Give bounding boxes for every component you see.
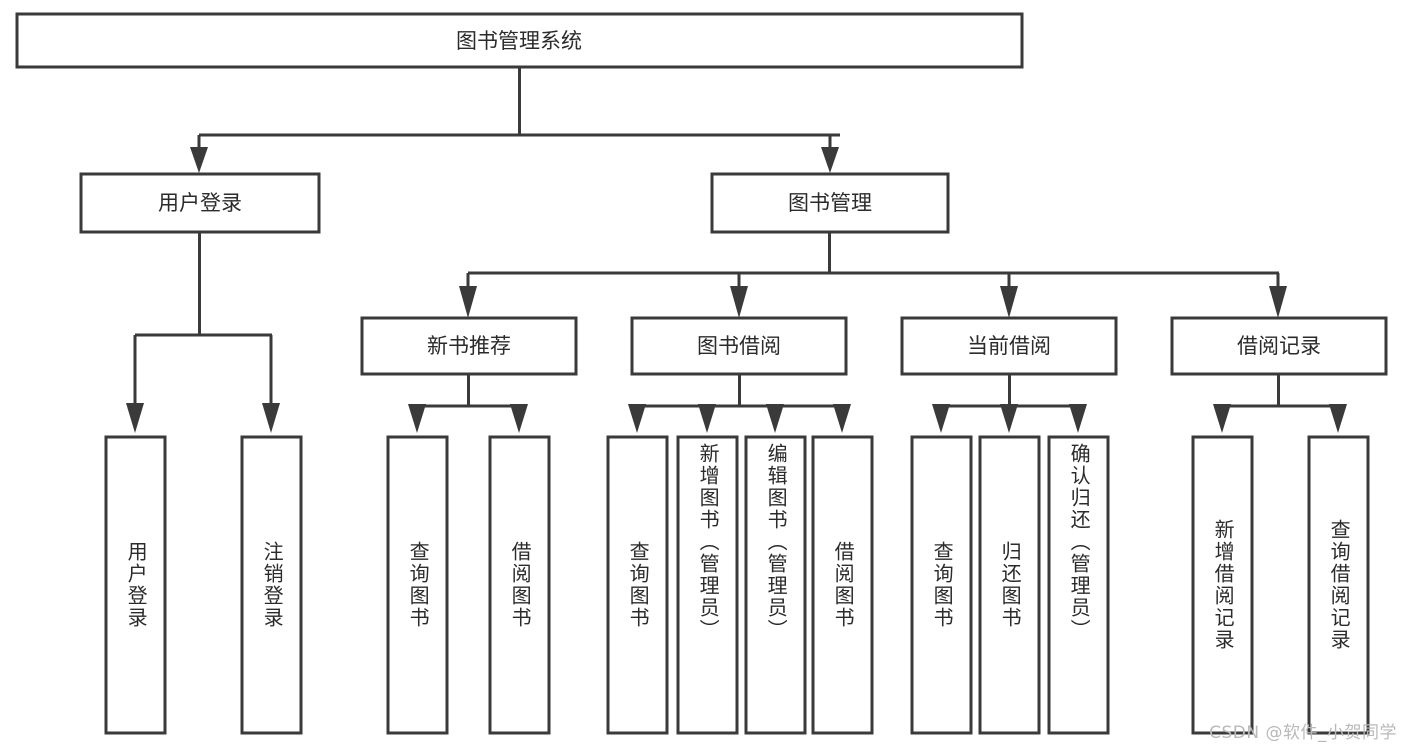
node-box-borrow-edit-book[interactable] xyxy=(744,435,807,735)
connector-layer xyxy=(126,67,1347,433)
node-box-borrow-records[interactable] xyxy=(1170,316,1388,376)
label-root: 图书管理系统 xyxy=(456,29,582,53)
arrowhead-user-login-login xyxy=(126,403,144,433)
arrowhead-user-login xyxy=(190,147,208,173)
node-box-current-borrow[interactable] xyxy=(900,316,1118,376)
node-box-user-login-logout[interactable] xyxy=(240,435,303,735)
node-box-user-login[interactable] xyxy=(79,172,321,234)
arrowhead-new-book-recommend xyxy=(459,286,477,318)
arrowhead-book-management xyxy=(821,147,839,173)
node-box-book-borrow[interactable] xyxy=(630,316,848,376)
arrowhead-borrow-query xyxy=(628,404,646,433)
arrowhead-current-return xyxy=(1000,404,1018,433)
arrowhead-borrow-edit xyxy=(766,404,784,433)
arrowhead-current-confirm xyxy=(1069,404,1087,433)
arrowhead-current-query xyxy=(932,404,950,433)
label-book-borrow: 图书借阅 xyxy=(697,334,781,358)
arrowhead-current-borrow xyxy=(1000,286,1018,318)
node-box-records-add[interactable] xyxy=(1191,435,1254,735)
arrowhead-borrow-records xyxy=(1269,286,1287,318)
label-user-login: 用户登录 xyxy=(158,191,242,215)
node-box-borrow-add-book[interactable] xyxy=(676,435,739,735)
arrowhead-user-login-logout xyxy=(262,403,280,433)
node-box-current-return-book[interactable] xyxy=(978,435,1041,735)
node-box-new-book-recommend[interactable] xyxy=(360,316,578,376)
horizontal-label-layer: 图书管理系统 用户登录 图书管理 新书推荐 图书借阅 当前借阅 借阅记录 xyxy=(158,29,1321,358)
arrowhead-recommend-borrow xyxy=(510,404,528,433)
node-box-borrow-query-book[interactable] xyxy=(606,435,669,735)
label-current-borrow: 当前借阅 xyxy=(967,334,1051,358)
node-box-root[interactable] xyxy=(15,12,1024,69)
node-box-recommend-borrow-book[interactable] xyxy=(488,435,551,735)
node-box-user-login-login[interactable] xyxy=(104,435,167,735)
arrowhead-borrow-add xyxy=(698,404,716,433)
node-box-book-management[interactable] xyxy=(710,172,950,234)
node-box-current-confirm-return[interactable] xyxy=(1047,435,1110,735)
node-box-current-query-book[interactable] xyxy=(910,435,973,735)
node-box-recommend-query-book[interactable] xyxy=(386,435,449,735)
node-box-records-query[interactable] xyxy=(1307,435,1370,735)
label-borrow-records: 借阅记录 xyxy=(1237,334,1321,358)
node-box-borrow-borrow-book[interactable] xyxy=(811,435,874,735)
arrowhead-records-add xyxy=(1213,404,1231,433)
arrowhead-recommend-query xyxy=(408,404,426,433)
label-book-management: 图书管理 xyxy=(788,191,872,215)
arrowhead-borrow-borrow xyxy=(833,404,851,433)
label-new-book-recommend: 新书推荐 xyxy=(427,334,511,358)
node-box-layer xyxy=(15,12,1388,735)
arrowhead-records-query xyxy=(1329,404,1347,433)
arrowhead-book-borrow xyxy=(730,286,748,318)
